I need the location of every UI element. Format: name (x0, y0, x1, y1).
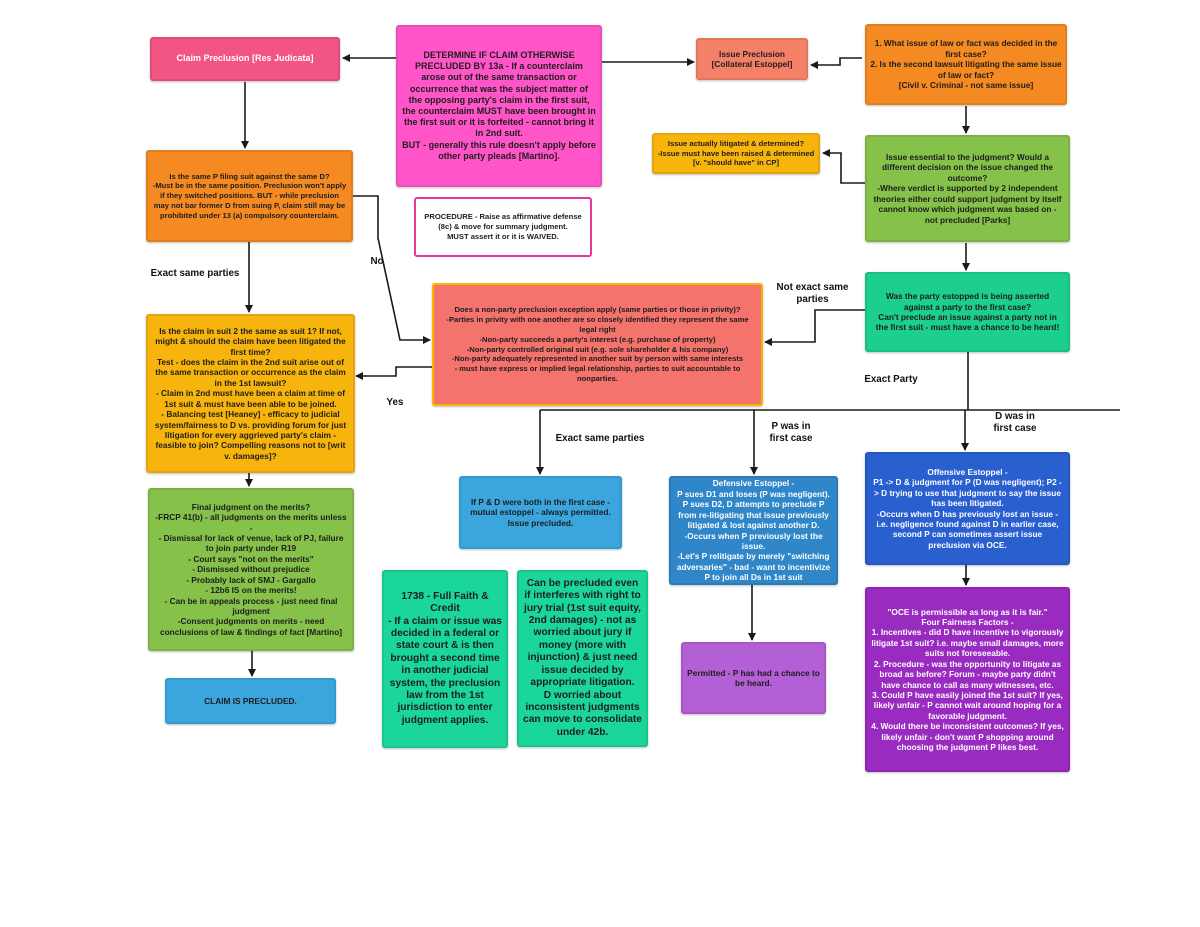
determine-counterclaim-node: DETERMINE IF CLAIM OTHERWISE PRECLUDED B… (396, 25, 602, 187)
label-exact-same-parties-left: Exact same parties (150, 268, 240, 279)
same-p-node: Is the same P filing suit against the sa… (146, 150, 353, 242)
permitted-node: Permitted - P has had a chance to be hea… (681, 642, 826, 714)
same-claim-node: Is the claim in suit 2 the same as suit … (146, 314, 355, 473)
jury-trial-text: Can be precluded even if interferes with… (523, 577, 642, 738)
same-claim-text: Is the claim in suit 2 the same as suit … (154, 325, 347, 461)
label-not-exact-same-parties: Not exact same parties (776, 282, 849, 305)
nonparty-exception-text: Does a non-party preclusion exception ap… (446, 305, 749, 383)
label-exact-party: Exact Party (864, 374, 918, 385)
arrow-essential-to-actually (822, 149, 865, 184)
offensive-estoppel-node: Offensive Estoppel - P1 -> D & judgment … (865, 452, 1070, 565)
claim-precluded-node: CLAIM IS PRECLUDED. (165, 678, 336, 724)
party-estopped-text: Was the party estopped is being asserted… (875, 291, 1060, 333)
same-p-text: Is the same P filing suit against the sa… (152, 171, 347, 220)
claim-precluded-text: CLAIM IS PRECLUDED. (204, 695, 297, 706)
label-d-was-in-first-case: D was in first case (993, 411, 1037, 434)
label-yes: Yes (386, 397, 404, 408)
permitted-text: Permitted - P has had a chance to be hea… (687, 667, 820, 688)
procedure-node: PROCEDURE - Raise as affirmative defense… (414, 197, 592, 257)
party-estopped-node: Was the party estopped is being asserted… (865, 272, 1070, 352)
label-exact-same-parties-mid: Exact same parties (555, 433, 645, 444)
arrow-party-to-nonparty (764, 309, 865, 346)
defensive-estoppel-node: Defensive Estoppel - P sues D1 and loses… (669, 476, 838, 585)
full-faith-credit-node: 1738 - Full Faith & Credit - If a claim … (382, 570, 508, 748)
issue-essential-node: Issue essential to the judgment? Would a… (865, 135, 1070, 242)
what-issue-node: 1. What issue of law or fact was decided… (865, 24, 1067, 105)
offensive-estoppel-text: Offensive Estoppel - P1 -> D & judgment … (873, 466, 1062, 550)
actually-litigated-node: Issue actually litigated & determined? -… (652, 133, 820, 174)
label-p-was-in-first-case: P was in first case (769, 421, 813, 444)
what-issue-text: 1. What issue of law or fact was decided… (870, 38, 1062, 91)
arrow-what-issue-to-issue-preclusion (810, 57, 862, 69)
label-no: No (370, 256, 384, 267)
procedure-text: PROCEDURE - Raise as affirmative defense… (424, 212, 582, 241)
issue-preclusion-text: Issue Preclusion [Collateral Estoppel] (711, 48, 793, 69)
defensive-estoppel-text: Defensive Estoppel - P sues D1 and loses… (676, 478, 831, 583)
claim-preclusion-text: Claim Preclusion [Res Judicata] (176, 53, 314, 64)
mutual-estoppel-node: If P & D were both in the first case - m… (459, 476, 622, 549)
oce-fairness-text: "OCE is permissible as long as it is fai… (871, 606, 1064, 752)
jury-trial-node: Can be precluded even if interferes with… (517, 570, 648, 747)
final-judgment-node: Final judgment on the merits? -FRCP 41(b… (148, 488, 354, 651)
final-judgment-text: Final judgment on the merits? -FRCP 41(b… (155, 501, 347, 637)
determine-counterclaim-text: DETERMINE IF CLAIM OTHERWISE PRECLUDED B… (402, 49, 596, 161)
full-faith-credit-text: 1738 - Full Faith & Credit - If a claim … (388, 590, 502, 726)
nonparty-exception-node: Does a non-party preclusion exception ap… (432, 283, 763, 406)
arrow-nonparty-yes-to-same-claim (355, 366, 432, 380)
mutual-estoppel-text: If P & D were both in the first case - m… (470, 496, 611, 528)
issue-preclusion-node: Issue Preclusion [Collateral Estoppel] (696, 38, 808, 80)
issue-essential-text: Issue essential to the judgment? Would a… (873, 152, 1062, 225)
claim-preclusion-node: Claim Preclusion [Res Judicata] (150, 37, 340, 81)
oce-fairness-node: "OCE is permissible as long as it is fai… (865, 587, 1070, 772)
actually-litigated-text: Issue actually litigated & determined? -… (657, 138, 815, 168)
